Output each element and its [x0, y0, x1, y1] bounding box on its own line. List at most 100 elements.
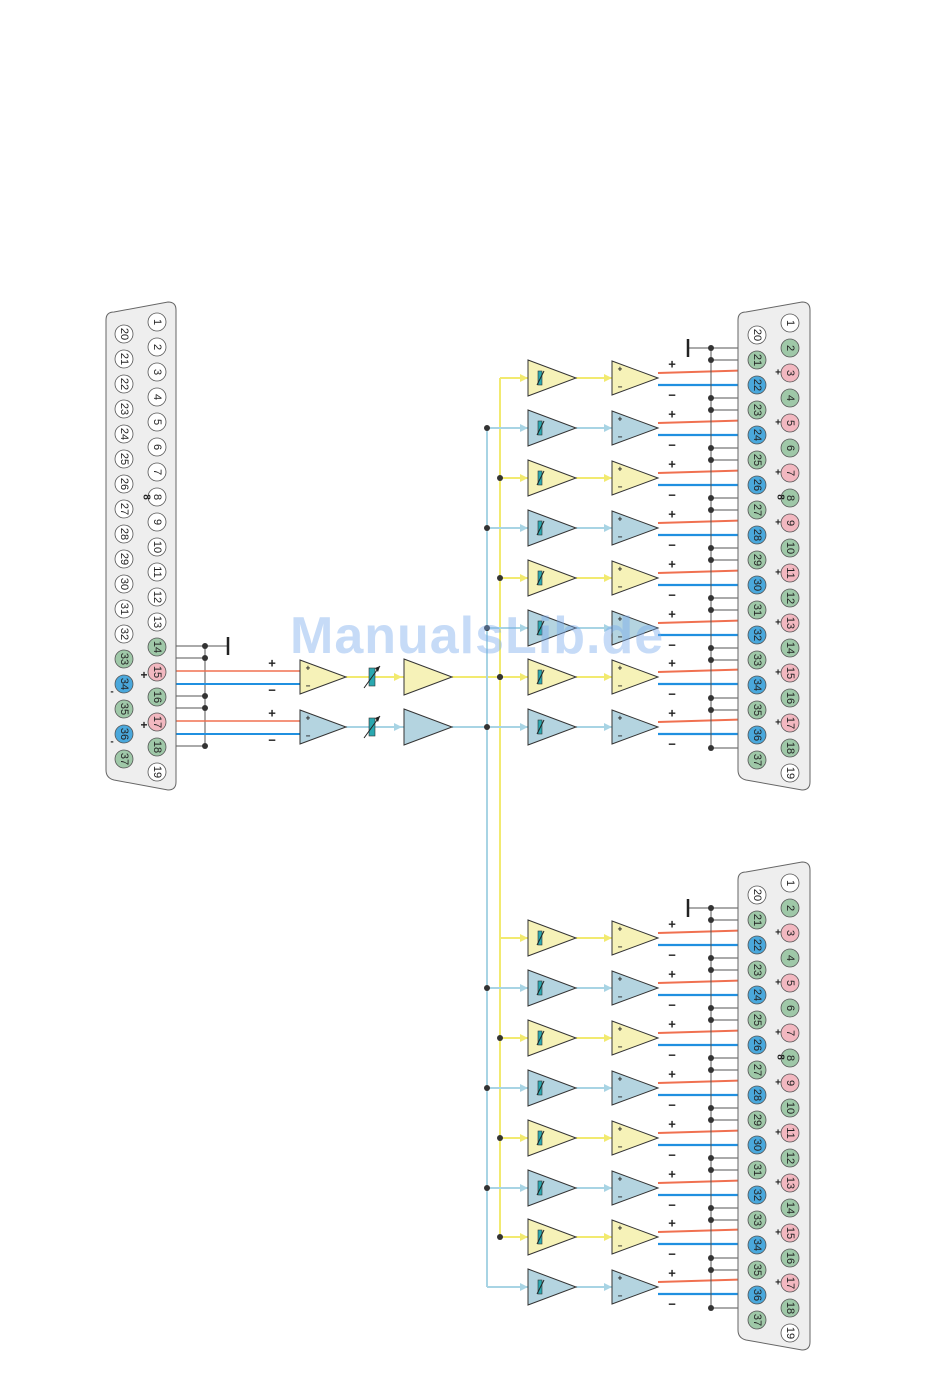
group2-ch8-minus-label: −: [668, 1297, 676, 1312]
output-connector-1-pin-label-13: 13: [784, 617, 796, 629]
output-connector-1-pin-23: [747, 400, 767, 420]
group2-ch3-minus-label: −: [668, 1048, 676, 1063]
group1-ch6-isolation-amp-sensor-slash: [536, 620, 545, 636]
output-connector-2-pin-label-26: 26: [751, 1039, 763, 1051]
group2-ch3-driver-amp-minus-mark: −: [618, 1043, 623, 1052]
output-connector-2-pin-label-1: 1: [784, 880, 796, 886]
output-connector-1-pin-31: [747, 600, 767, 620]
group1-ch5-minus-label: −: [668, 588, 676, 603]
output-connector-2-pin-15: [780, 1223, 800, 1243]
group2-ch3-bus-dot: [497, 1035, 503, 1041]
group1-ch4-isolation-amp-sensor-slash: [536, 520, 545, 536]
output-2-gnd-dot-a1: [708, 1005, 714, 1011]
output-connector-1-pin-27: [747, 500, 767, 520]
group2-ch6-driver-amp: [611, 1170, 660, 1206]
group1-ch5-driver-amp-plus-mark: +: [618, 565, 623, 574]
input-connector-pin-label-5: 5: [151, 419, 163, 425]
input-connector-pin-label-2: 2: [151, 344, 163, 350]
group2-ch7-plus-label: +: [668, 1216, 676, 1231]
group2-ch6-mid-arrow: [604, 1184, 612, 1192]
input-connector-pin-label-33: 33: [118, 653, 130, 665]
output-1-pin8-mark: 8: [775, 494, 786, 500]
group1-ch3-driver-amp: [611, 460, 660, 496]
output-connector-1-pin-label-12: 12: [784, 592, 796, 604]
group1-ch5-in-arrow: [520, 574, 528, 582]
group2-ch1-isolation-amp: [527, 919, 578, 957]
output-connector-2-pin-37: [747, 1310, 767, 1330]
output-connector-1-pin-8: [780, 488, 800, 508]
input-connector-pin-label-22: 22: [118, 378, 130, 390]
output-connector-2-pin-34: [747, 1235, 767, 1255]
input-connector-pin-29: [114, 549, 134, 569]
output-connector-1-pin-29: [747, 550, 767, 570]
group1-ch7-bus-dot: [497, 674, 503, 680]
group1-ch5-mid-arrow: [604, 574, 612, 582]
group1-ch1-isolation-amp: [527, 359, 578, 397]
group1-ch7-isolation-amp-sensor-slash: [536, 669, 545, 685]
output-connector-2-pin-18: [780, 1298, 800, 1318]
input-connector-pin-label-18: 18: [151, 741, 163, 753]
output-connector-2-pin-label-19: 19: [784, 1327, 796, 1339]
group2-ch8-isolation-amp-sensor-slash: [536, 1279, 545, 1295]
input-connector-pin-16: [147, 687, 167, 707]
output-connector-1-pin-12: [780, 588, 800, 608]
input-connector-pin-23: [114, 399, 134, 419]
output-connector-2-pin-2: [780, 898, 800, 918]
group2-ch6-bus-dot: [484, 1185, 490, 1191]
group1-ch7-plus-label: +: [668, 656, 676, 671]
group2-ch1-driver-amp: [611, 920, 660, 956]
input-connector-pin-label-23: 23: [118, 403, 130, 415]
output-connector-2-pin-10: [780, 1098, 800, 1118]
output-connector-2-pin-label-25: 25: [751, 1014, 763, 1026]
group2-ch2-in-arrow: [520, 984, 528, 992]
input-ground-dot-0: [202, 643, 208, 649]
group2-ch5-minus-label: −: [668, 1148, 676, 1163]
output-connector-2-pin-label-37: 37: [751, 1314, 763, 1326]
input-diff-amp-2: [299, 709, 348, 745]
output-connector-1-pin-label-37: 37: [751, 754, 763, 766]
output-1-gnd-dot-b2: [708, 457, 714, 463]
output-connector-2-pin-3: [780, 923, 800, 943]
input-connector-pin-19: [147, 762, 167, 782]
output-1-ground-dot-top: [708, 345, 714, 351]
group2-ch4-mid-arrow: [604, 1084, 612, 1092]
input-ch2-trim-arrowhead: [375, 716, 380, 722]
output-1-conn-plus-4: +: [775, 568, 781, 579]
input-connector-pin-17: [147, 712, 167, 732]
output-connector-2-pin-label-30: 30: [751, 1139, 763, 1151]
output-2-pin8-mark: 8: [775, 1054, 786, 1060]
group2-ch3-driver-amp: [611, 1020, 660, 1056]
group2-ch7-minus-label: −: [668, 1247, 676, 1262]
output-1-gnd-dot-b1: [708, 407, 714, 413]
output-connector-2-pin-23: [747, 960, 767, 980]
input-connector-pin-5: [147, 412, 167, 432]
output-connector-1-pin-26: [747, 475, 767, 495]
output-1-gnd-dot-b7: [708, 707, 714, 713]
group1-ch8-driver-amp-minus-mark: −: [618, 732, 623, 741]
output-connector-1-pin-3: [780, 363, 800, 383]
output-2-gnd-dot-a0: [708, 955, 714, 961]
group2-ch4-driver-amp-minus-mark: −: [618, 1093, 623, 1102]
group2-ch3-in-arrow: [520, 1034, 528, 1042]
output-connector-1-pin-13: [780, 613, 800, 633]
group1-ch8-plus-label: +: [668, 706, 676, 721]
output-connector-2-pin-label-4: 4: [784, 955, 796, 961]
input-connector-pin-8: [147, 487, 167, 507]
group1-ch3-in-arrow: [520, 474, 528, 482]
group2-ch2-isolation-amp: [527, 969, 578, 1007]
group1-ch7-isolation-amp: [527, 658, 578, 696]
output-connector-1-pin-10: [780, 538, 800, 558]
output-1-conn-plus-3: +: [775, 518, 781, 529]
input-connector-pin-6: [147, 437, 167, 457]
input-connector-pin-10: [147, 537, 167, 557]
group2-ch6-driver-amp-minus-mark: −: [618, 1193, 623, 1202]
group1-ch1-plus-label: +: [668, 357, 676, 372]
input-ground-dot-2: [202, 693, 208, 699]
group1-ch4-driver-amp-plus-mark: +: [618, 515, 623, 524]
group2-ch8-in-arrow: [520, 1283, 528, 1291]
group1-ch8-mid-arrow: [604, 723, 612, 731]
input-ch1-gain-arrow: [394, 673, 402, 681]
output-connector-1-pin-label-2: 2: [784, 345, 796, 351]
group2-ch5-bus-dot: [497, 1135, 503, 1141]
